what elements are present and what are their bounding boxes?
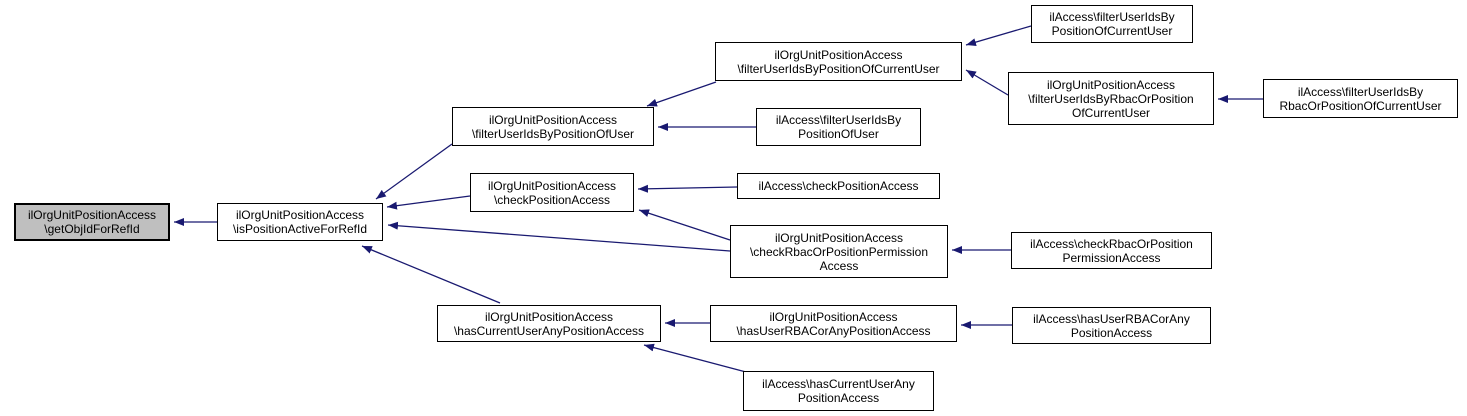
node-checkPositionAccess[interactable]: ilOrgUnitPositionAccess \checkPositionAc… bbox=[470, 173, 634, 212]
node-label-line: OfCurrentUser bbox=[1071, 105, 1151, 120]
node-ilAccess-hasUserRBACorAnyPositionAccess[interactable]: ilAccess\hasUserRBACorAny PositionAccess bbox=[1012, 307, 1211, 344]
node-label-line: ilAccess\filterUserIdsBy bbox=[775, 113, 902, 127]
node-getObjIdForRefId[interactable]: ilOrgUnitPositionAccess \getObjIdForRefI… bbox=[14, 203, 170, 241]
node-label-line: ilOrgUnitPositionAccess bbox=[774, 230, 904, 245]
node-filterUserIdsByPositionOfCurrentUser[interactable]: ilOrgUnitPositionAccess \filterUserIdsBy… bbox=[715, 42, 962, 81]
node-ilAccess-filterUserIdsByPositionOfCurrentUser[interactable]: ilAccess\filterUserIdsBy PositionOfCurre… bbox=[1031, 5, 1193, 43]
edge-filterUserIdsByRbacOrPositionOfCurrentUser-to-filterUserIdsByPositionOfCurrentUser bbox=[965, 69, 1009, 96]
node-hasUserRBACorAnyPositionAccess[interactable]: ilOrgUnitPositionAccess \hasUserRBACorAn… bbox=[710, 305, 957, 342]
node-label-line: PositionAccess bbox=[797, 391, 880, 405]
node-label-line: ilAccess\checkRbacOrPosition bbox=[1030, 236, 1193, 251]
node-label-line: \checkPositionAccess bbox=[493, 192, 611, 207]
node-label-line: \filterUserIdsByPositionOfCurrentUser bbox=[737, 61, 940, 76]
node-label-line: ilAccess\filterUserIdsBy bbox=[1049, 10, 1175, 24]
node-label-line: ilAccess\checkPositionAccess bbox=[758, 179, 919, 193]
node-ilAccess-checkRbacOrPositionPermissionAccess[interactable]: ilAccess\checkRbacOrPosition PermissionA… bbox=[1011, 232, 1212, 269]
node-ilAccess-filterUserIdsByRbacOrPositionOfCurrentUser[interactable]: ilAccess\filterUserIdsBy RbacOrPositionO… bbox=[1263, 79, 1458, 118]
node-label-line: ilAccess\filterUserIdsBy bbox=[1297, 84, 1424, 99]
node-label-line: \checkRbacOrPositionPermission bbox=[749, 244, 929, 259]
edge-filterUserIdsByPositionOfUser-to-isPositionActiveForRefId bbox=[375, 143, 453, 200]
node-label-line: ilOrgUnitPositionAccess bbox=[488, 112, 618, 127]
node-label-line: ilOrgUnitPositionAccess bbox=[487, 178, 617, 193]
node-label-line: PermissionAccess bbox=[1062, 250, 1161, 265]
node-label-line: Access bbox=[819, 258, 859, 273]
node-label-line: PositionAccess bbox=[1070, 325, 1153, 340]
node-label-line: ilOrgUnitPositionAccess bbox=[235, 208, 365, 222]
node-label-line: \filterUserIdsByPositionOfUser bbox=[471, 126, 635, 141]
node-label-line: ilOrgUnitPositionAccess bbox=[769, 309, 898, 324]
edge-checkRbacOrPositionPermissionAccess-to-isPositionActiveForRefId bbox=[387, 221, 731, 252]
node-label-line: ilOrgUnitPositionAccess bbox=[484, 309, 614, 324]
node-filterUserIdsByRbacOrPositionOfCurrentUser[interactable]: ilOrgUnitPositionAccess \filterUserIdsBy… bbox=[1008, 72, 1214, 125]
node-label-line: \filterUserIdsByRbacOrPosition bbox=[1028, 91, 1194, 106]
edge-checkPositionAccess-to-isPositionActiveForRefId bbox=[386, 195, 471, 210]
edge-ilAccess-checkPositionAccess-to-checkPositionAccess bbox=[637, 184, 738, 193]
node-checkRbacOrPositionPermissionAccess[interactable]: ilOrgUnitPositionAccess \checkRbacOrPosi… bbox=[730, 225, 948, 278]
node-label-line: RbacOrPositionOfCurrentUser bbox=[1279, 98, 1442, 113]
edge-ilAccess-hasCurrentUserAnyPositionAccess-to-hasCurrentUserAnyPositionAccess bbox=[643, 343, 747, 373]
node-isPositionActiveForRefId[interactable]: ilOrgUnitPositionAccess \isPositionActiv… bbox=[217, 203, 383, 241]
node-label-line: ilAccess\hasUserRBACorAny bbox=[1033, 311, 1190, 326]
node-label-line: \isPositionActiveForRefId bbox=[232, 222, 368, 236]
node-label-line: \hasUserRBACorAnyPositionAccess bbox=[736, 323, 931, 338]
node-label-line: \getObjIdForRefId bbox=[44, 222, 140, 236]
node-ilAccess-checkPositionAccess[interactable]: ilAccess\checkPositionAccess bbox=[737, 173, 940, 199]
node-label-line: PositionOfUser bbox=[798, 127, 879, 141]
node-label-line: \hasCurrentUserAnyPositionAccess bbox=[453, 323, 645, 338]
node-label-line: ilOrgUnitPositionAccess bbox=[27, 208, 157, 222]
node-label-line: ilOrgUnitPositionAccess bbox=[774, 47, 903, 62]
node-hasCurrentUserAnyPositionAccess[interactable]: ilOrgUnitPositionAccess \hasCurrentUserA… bbox=[437, 305, 661, 342]
edge-filterUserIdsByPositionOfCurrentUser-to-filterUserIdsByPositionOfUser bbox=[646, 81, 717, 107]
edge-checkRbacOrPositionPermissionAccess-to-checkPositionAccess bbox=[638, 209, 731, 241]
node-label-line: ilAccess\hasCurrentUserAny bbox=[762, 377, 915, 391]
node-ilAccess-filterUserIdsByPositionOfUser[interactable]: ilAccess\filterUserIdsBy PositionOfUser bbox=[756, 108, 921, 146]
edge-ilAccess-filterUserIdsByPositionOfCurrentUser-to-filterUserIdsByPositionOfCurrentUser bbox=[965, 25, 1032, 47]
node-filterUserIdsByPositionOfUser[interactable]: ilOrgUnitPositionAccess \filterUserIdsBy… bbox=[452, 107, 654, 146]
edge-hasCurrentUserAnyPositionAccess-to-isPositionActiveForRefId bbox=[361, 245, 501, 304]
node-ilAccess-hasCurrentUserAnyPositionAccess[interactable]: ilAccess\hasCurrentUserAny PositionAcces… bbox=[743, 371, 934, 411]
node-label-line: ilOrgUnitPositionAccess bbox=[1046, 77, 1176, 92]
node-label-line: PositionOfCurrentUser bbox=[1051, 24, 1173, 38]
